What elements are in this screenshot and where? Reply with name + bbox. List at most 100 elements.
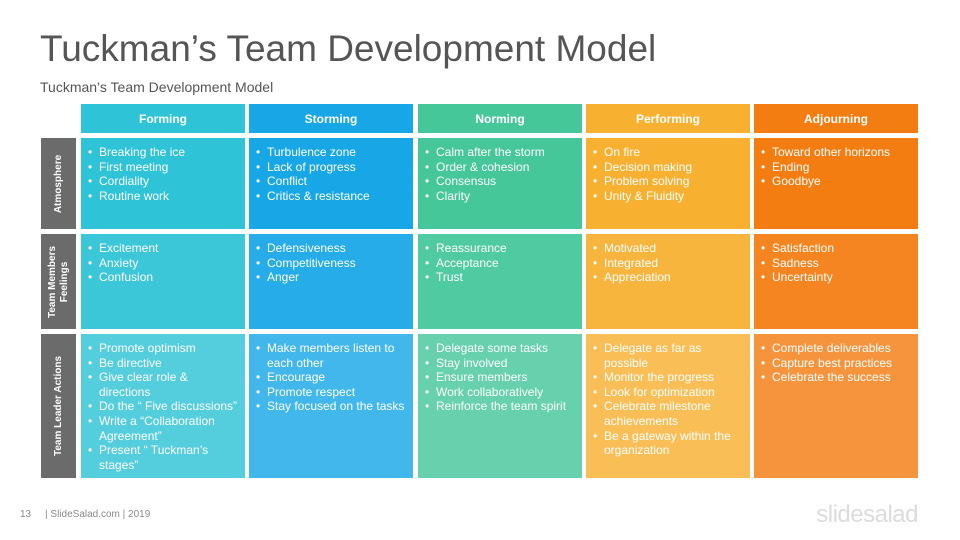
row-header-team-leader-actions: Team Leader Actions — [41, 334, 76, 478]
grid-cell: Promote optimismBe directiveGive clear r… — [81, 334, 245, 478]
list-item: Promote optimism — [85, 341, 241, 356]
list-item: Anxiety — [85, 256, 241, 271]
column-header-label: Storming — [304, 111, 358, 126]
list-item: First meeting — [85, 160, 241, 175]
bullet-list: Promote optimismBe directiveGive clear r… — [85, 341, 241, 472]
list-item: Delegate as far as possible — [590, 341, 746, 370]
page-number: 13 — [20, 509, 32, 520]
list-item: Critics & resistance — [253, 189, 409, 204]
grid-cell: Make members listen to each otherEncoura… — [249, 334, 413, 478]
grid-cell: MotivatedIntegratedAppreciation — [586, 234, 750, 329]
page-title: Tuckman’s Team Development Model — [40, 28, 657, 69]
list-item: Write a “Collaboration Agreement” — [85, 414, 241, 443]
grid-cell: Delegate some tasksStay involvedEnsure m… — [418, 334, 582, 478]
list-item: Present “ Tuckman’s stages” — [85, 443, 241, 472]
list-item: Monitor the progress — [590, 370, 746, 385]
bullet-list: Delegate some tasksStay involvedEnsure m… — [422, 341, 578, 414]
list-item: Celebrate the success — [758, 370, 914, 385]
list-item: Give clear role & directions — [85, 370, 241, 399]
list-item: Acceptance — [422, 256, 578, 271]
list-item: Satisfaction — [758, 241, 914, 256]
column-header-label: Norming — [475, 111, 525, 126]
list-item: Stay involved — [422, 356, 578, 371]
grid-cell: DefensivenessCompetitivenessAnger — [249, 234, 413, 329]
list-item: Ensure members — [422, 370, 578, 385]
list-item: Be directive — [85, 356, 241, 371]
list-item: Reassurance — [422, 241, 578, 256]
list-item: Appreciation — [590, 270, 746, 285]
bullet-list: Toward other horizonsEndingGoodbye — [758, 145, 914, 189]
bullet-list: Make members listen to each otherEncoura… — [253, 341, 409, 414]
list-item: Sadness — [758, 256, 914, 271]
column-header-adjourning: Adjourning — [754, 104, 918, 133]
column-header-label: Performing — [635, 111, 700, 126]
list-item: Stay focused on the tasks — [253, 399, 409, 414]
bullet-list: Calm after the stormOrder & cohesionCons… — [422, 145, 578, 203]
list-item: Conflict — [253, 174, 409, 189]
list-item: Celebrate milestone achievements — [590, 399, 746, 428]
bullet-list: ExcitementAnxietyConfusion — [85, 241, 241, 285]
list-item: Motivated — [590, 241, 746, 256]
bullet-list: Delegate as far as possibleMonitor the p… — [590, 341, 746, 458]
list-item: On fire — [590, 145, 746, 160]
footer-text: | SlideSalad.com | 2019 — [45, 509, 151, 520]
grid-cell: ExcitementAnxietyConfusion — [81, 234, 245, 329]
list-item: Goodbye — [758, 174, 914, 189]
list-item: Cordiality — [85, 174, 241, 189]
page-subtitle: Tuckman’s Team Development Model — [40, 79, 274, 95]
list-item: Competitiveness — [253, 256, 409, 271]
grid-cell: Toward other horizonsEndingGoodbye — [754, 138, 918, 229]
row-header-line: Feelings — [58, 261, 70, 302]
brand-logo: slidesalad — [816, 501, 918, 528]
list-item: Delegate some tasks — [422, 341, 578, 356]
list-item: Uncertainty — [758, 270, 914, 285]
list-item: Routine work — [85, 189, 241, 204]
grid-cell: Breaking the iceFirst meetingCordialityR… — [81, 138, 245, 229]
grid-cell: On fireDecision makingProblem solvingUni… — [586, 138, 750, 229]
grid-cell: Complete deliverablesCapture best practi… — [754, 334, 918, 478]
list-item: Capture best practices — [758, 356, 914, 371]
list-item: Ending — [758, 160, 914, 175]
list-item: Unity & Fluidity — [590, 189, 746, 204]
list-item: Toward other horizons — [758, 145, 914, 160]
list-item: Problem solving — [590, 174, 746, 189]
list-item: Trust — [422, 270, 578, 285]
grid-cell: Calm after the stormOrder & cohesionCons… — [418, 138, 582, 229]
column-header-norming: Norming — [418, 104, 582, 133]
list-item: Encourage — [253, 370, 409, 385]
bullet-list: Breaking the iceFirst meetingCordialityR… — [85, 145, 241, 203]
row-header-label: Team Leader Actions — [52, 355, 64, 457]
bullet-list: On fireDecision makingProblem solvingUni… — [590, 145, 746, 203]
list-item: Work collaboratively — [422, 385, 578, 400]
list-item: Consensus — [422, 174, 578, 189]
bullet-list: SatisfactionSadnessUncertainty — [758, 241, 914, 285]
bullet-list: DefensivenessCompetitivenessAnger — [253, 241, 409, 285]
list-item: Anger — [253, 270, 409, 285]
column-header-label: Adjourning — [804, 111, 868, 126]
list-item: Make members listen to each other — [253, 341, 409, 370]
row-header-atmosphere: Atmosphere — [41, 138, 76, 229]
bullet-list: Turbulence zoneLack of progressConflictC… — [253, 145, 409, 203]
list-item: Excitement — [85, 241, 241, 256]
list-item: Do the “ Five discussions” — [85, 399, 241, 414]
list-item: Breaking the ice — [85, 145, 241, 160]
list-item: Order & cohesion — [422, 160, 578, 175]
row-header-label: Atmosphere — [52, 154, 64, 213]
footer: 13 | SlideSalad.com | 2019 — [20, 509, 150, 520]
grid-cell: Delegate as far as possibleMonitor the p… — [586, 334, 750, 478]
bullet-list: MotivatedIntegratedAppreciation — [590, 241, 746, 285]
bullet-list: Complete deliverablesCapture best practi… — [758, 341, 914, 385]
list-item: Promote respect — [253, 385, 409, 400]
list-item: Calm after the storm — [422, 145, 578, 160]
list-item: Turbulence zone — [253, 145, 409, 160]
list-item: Integrated — [590, 256, 746, 271]
column-header-storming: Storming — [249, 104, 413, 133]
list-item: Confusion — [85, 270, 241, 285]
column-header-label: Forming — [139, 111, 187, 126]
list-item: Lack of progress — [253, 160, 409, 175]
grid-cell: SatisfactionSadnessUncertainty — [754, 234, 918, 329]
list-item: Reinforce the team spirit — [422, 399, 578, 414]
list-item: Clarity — [422, 189, 578, 204]
